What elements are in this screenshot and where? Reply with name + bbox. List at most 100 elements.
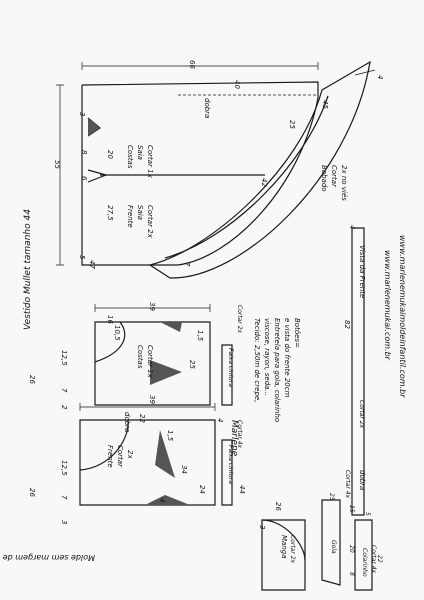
meas-bb-25: 25 <box>188 360 196 369</box>
skirt-dimension-left <box>56 84 64 266</box>
meas-col-22: 22 <box>376 555 383 563</box>
bodice-back-line1: Cortar 1x <box>146 345 154 379</box>
collar-stand-name: Colarinho <box>361 548 368 577</box>
meas-skirt-top: 66 <box>188 60 196 69</box>
meas-ruffle-4: 4 <box>376 75 384 79</box>
bodice-back-dart <box>150 360 182 385</box>
skirt-fold-label: dobra <box>203 98 211 118</box>
bodice-front-name: Frente <box>106 445 114 468</box>
waistband-front-name: Faixa cintura <box>227 445 234 484</box>
meas-col-25: 25 <box>328 493 335 501</box>
bodice-front-line2: 2x <box>126 450 134 459</box>
meas-wb-4: 4 <box>216 418 224 422</box>
bodice-back-dim-top <box>94 304 211 312</box>
meas-skirt-left: 55 <box>53 160 61 169</box>
collar-outline <box>321 499 341 586</box>
skirt-front-line1: Saia <box>136 205 144 220</box>
page-title: Vestido Mullet tamanho 44 <box>23 209 33 330</box>
meas-bf-3: 3 <box>60 520 68 524</box>
bodice-front-dart-waist <box>145 495 190 505</box>
meas-skirt-6: 6 <box>80 176 88 181</box>
bodice-back-name: Costas <box>136 345 144 369</box>
facing-outline <box>351 227 365 516</box>
facing-name: Vista da Frente <box>358 245 366 298</box>
skirt-back-line1: Saia <box>136 145 144 160</box>
meas-sl-3: 3 <box>258 525 266 529</box>
meas-skirt-20: 20 <box>106 150 114 159</box>
collar-stand-outline <box>354 519 373 591</box>
skirt-front-line2: Cortar 2x <box>146 205 154 239</box>
meas-skirt-5: 5 <box>78 255 86 260</box>
skirt-front-name: Frente <box>126 205 134 228</box>
waistband-back-outline <box>221 344 233 406</box>
ruffle-inner-curve <box>164 95 329 259</box>
waistband-front-outline <box>221 439 233 506</box>
meas-skirt-27-5: 27,5 <box>106 205 114 221</box>
skirt-hem-curve <box>177 97 319 266</box>
bodice-back-armhole <box>94 321 126 363</box>
ruffle-line2: 2x no viés <box>340 165 348 201</box>
meas-facing-82: 82 <box>343 320 351 329</box>
meas-skirt-3: 3 <box>78 112 86 116</box>
meas-ruffle-42: 42 <box>260 178 268 187</box>
meas-bb-10-5: 10,5 <box>113 325 121 341</box>
ruffle-line1: Cortar <box>330 165 338 188</box>
meas-bb-39: 39 <box>148 302 156 311</box>
website-2: www.marlenemukaimoldeinfantil.com.br <box>398 235 407 398</box>
collar-cut: Cortar 4x <box>344 470 351 499</box>
meas-bf-34: 34 <box>180 465 188 474</box>
meas-bb-1-5: 1,5 <box>196 330 204 342</box>
skirt-dart-front <box>87 169 108 183</box>
meas-bb-16: 16 <box>106 315 114 324</box>
meas-bf-12-5: 12,5 <box>60 460 68 476</box>
skirt-dimension-top <box>81 62 319 70</box>
skirt-dart-back-fill <box>88 118 100 136</box>
meas-sl-26: 26 <box>274 502 282 511</box>
facing-fold-label: dobra <box>358 470 366 490</box>
meas-col-8: 8 <box>348 572 355 576</box>
waistband-back-name: Faixa cintura <box>227 348 234 387</box>
ruffle-name: Babado <box>320 165 328 192</box>
bodice-front-outline <box>79 419 216 506</box>
meas-facing-4: 4 <box>348 225 356 229</box>
meas-bf-39: 39 <box>148 395 156 404</box>
bodice-front-line1: Cortar <box>116 445 124 468</box>
meas-skirt-8: 8 <box>80 150 88 155</box>
signature: Marlene <box>229 420 239 457</box>
website-1: www.marlenemukai.com.br <box>383 250 392 361</box>
collar-name: Gola <box>330 540 337 554</box>
margin-note: Molde sem margem de costura <box>0 553 95 562</box>
collar-stand-cut: Cortar 4x <box>370 545 377 574</box>
fabric-note-1: Tecido: 2,50m de crepe, <box>253 318 261 402</box>
meas-bb-12-5: 12,5 <box>60 350 68 366</box>
skirt-back-line2: Cortar 1x <box>146 145 154 179</box>
meas-bf-24: 24 <box>198 485 206 494</box>
bodice-back-shoulder-dart <box>160 322 182 332</box>
fabric-note-4: e vista do frente 20cm <box>283 318 291 398</box>
meas-skirt-40: 40 <box>233 80 241 89</box>
meas-bf-1-5: 1,5 <box>166 430 174 442</box>
facing-cut: Cortar 2x <box>358 400 365 429</box>
meas-skirt-45: 45 <box>321 100 329 109</box>
meas-skirt-47: 47 <box>88 260 96 269</box>
meas-col-5: 5 <box>364 512 371 516</box>
meas-bf-26: 26 <box>28 488 36 497</box>
waistband-back-cut: Cortar 2x <box>236 305 243 334</box>
skirt-outline <box>81 81 319 266</box>
meas-col-15: 15 <box>348 505 355 513</box>
ruffle-arrow <box>354 69 376 76</box>
meas-ruffle-7: 7 <box>183 262 191 267</box>
meas-bf-22: 22 <box>138 414 146 423</box>
bodice-front-dim-top <box>79 403 216 411</box>
bodice-front-armhole <box>79 419 129 471</box>
ruffle-outline <box>148 60 371 279</box>
fabric-note-3: Entretela para gola, colarinho <box>273 318 281 422</box>
skirt-back-name: Costas <box>126 145 134 169</box>
bodice-fold-label: dobra <box>123 412 131 432</box>
bodice-front-dart-side <box>155 430 175 478</box>
meas-bf-4: 4 <box>158 498 166 502</box>
meas-col-20: 20 <box>348 545 355 553</box>
meas-ruffle-25: 25 <box>288 120 296 129</box>
